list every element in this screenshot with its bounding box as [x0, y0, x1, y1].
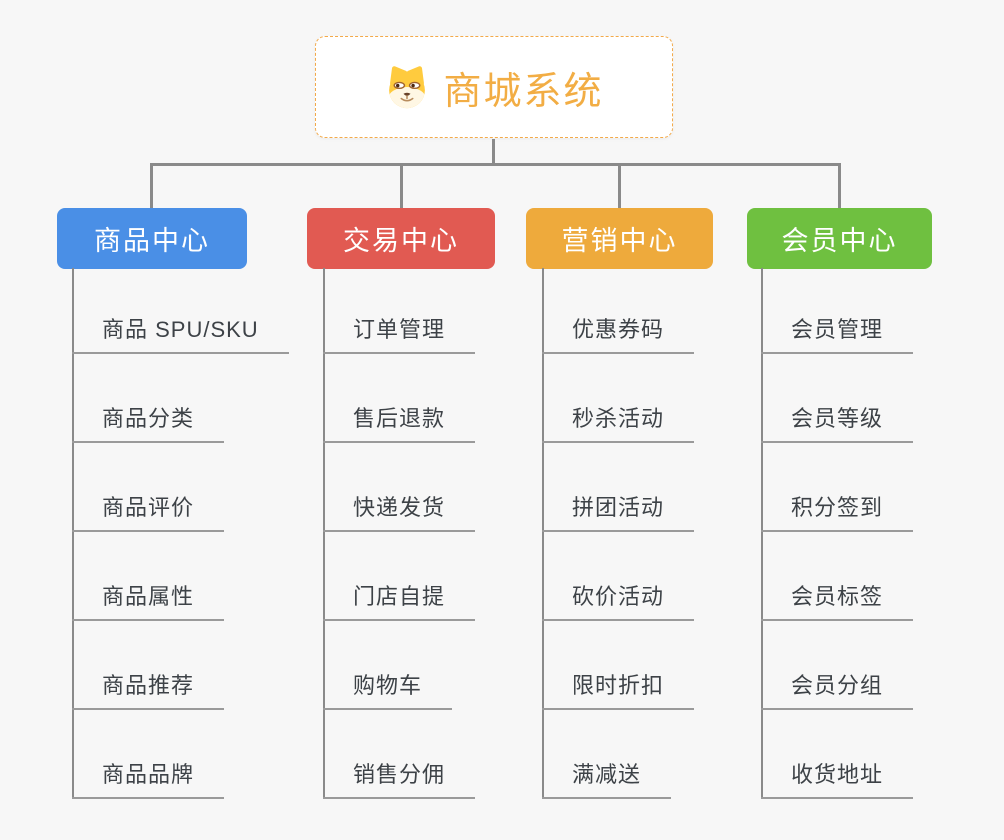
- leaf-topic[interactable]: 限时折扣: [542, 665, 695, 710]
- root-node[interactable]: 商城系统: [315, 36, 673, 138]
- connector-drop-1: [150, 163, 153, 209]
- leaf-topic[interactable]: 会员等级: [761, 398, 914, 443]
- root-title: 商城系统: [443, 70, 604, 113]
- branch-node-member-center[interactable]: 会员中心: [747, 208, 932, 269]
- branch-label: 商品中心: [94, 226, 210, 256]
- leaf-topic[interactable]: 商品推荐: [72, 665, 225, 710]
- leaf-topic[interactable]: 商品分类: [72, 398, 225, 443]
- branch-label: 营销中心: [561, 226, 678, 256]
- branch-node-trade-center[interactable]: 交易中心: [307, 208, 495, 269]
- child-trunk-line-3: [542, 268, 544, 799]
- child-trunk-line-2: [323, 268, 325, 799]
- leaf-topic[interactable]: 会员分组: [761, 665, 914, 710]
- branch-node-product-center[interactable]: 商品中心: [57, 208, 247, 269]
- leaf-topic[interactable]: 会员管理: [761, 309, 914, 354]
- connector-drop-3: [618, 163, 621, 209]
- leaf-topic[interactable]: 购物车: [323, 665, 453, 710]
- leaf-topic[interactable]: 积分签到: [761, 487, 914, 532]
- branch-label: 交易中心: [343, 226, 459, 256]
- leaf-topic[interactable]: 商品评价: [72, 487, 225, 532]
- child-trunk-line-1: [72, 268, 74, 799]
- leaf-topic[interactable]: 门店自提: [323, 576, 476, 621]
- leaf-topic[interactable]: 快递发货: [323, 487, 476, 532]
- connector-drop-4: [838, 163, 841, 209]
- leaf-topic[interactable]: 收货地址: [761, 754, 914, 799]
- connector-drop-2: [400, 163, 403, 209]
- leaf-topic[interactable]: 优惠券码: [542, 309, 695, 354]
- leaf-topic[interactable]: 销售分佣: [323, 754, 476, 799]
- connector-root-stub: [492, 139, 495, 165]
- leaf-topic[interactable]: 商品 SPU/SKU: [72, 309, 289, 354]
- leaf-topic[interactable]: 商品属性: [72, 576, 225, 621]
- leaf-topic[interactable]: 拼团活动: [542, 487, 695, 532]
- branch-node-marketing-center[interactable]: 营销中心: [526, 208, 713, 269]
- branch-label: 会员中心: [781, 226, 898, 256]
- child-trunk-line-4: [761, 268, 763, 799]
- leaf-topic[interactable]: 售后退款: [323, 398, 476, 443]
- leaf-topic[interactable]: 砍价活动: [542, 576, 695, 621]
- leaf-topic[interactable]: 秒杀活动: [542, 398, 695, 443]
- leaf-topic[interactable]: 商品品牌: [72, 754, 225, 799]
- leaf-topic[interactable]: 满减送: [542, 754, 672, 799]
- connector-bus: [150, 163, 840, 166]
- leaf-topic[interactable]: 会员标签: [761, 576, 914, 621]
- dog-face-icon: [389, 66, 426, 109]
- leaf-topic[interactable]: 订单管理: [323, 309, 476, 354]
